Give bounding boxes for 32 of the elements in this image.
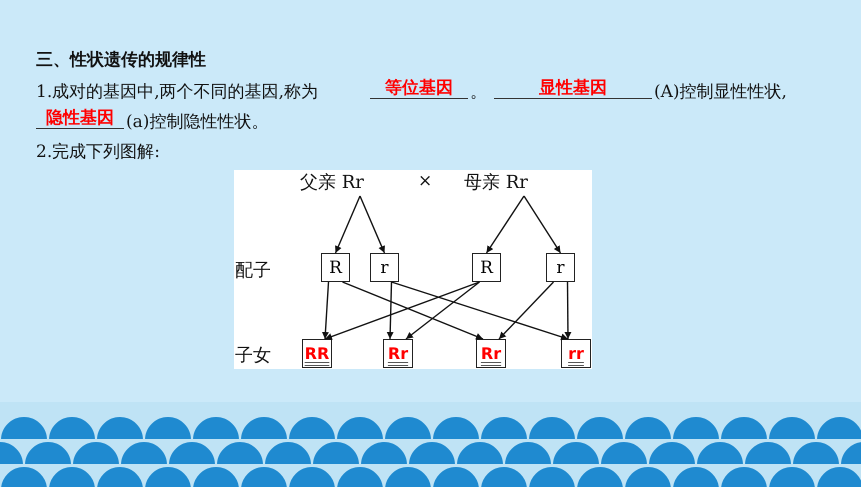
- fill-in-answer: 隐性基因: [36, 108, 124, 129]
- gamete-box: r: [370, 253, 399, 282]
- gamete-box: R: [472, 253, 501, 282]
- fill-in-answer: 显性基因: [494, 78, 652, 99]
- arrow: [391, 281, 568, 340]
- arrow: [498, 282, 554, 340]
- arrow: [386, 282, 394, 340]
- offspring-box: RR: [302, 339, 332, 368]
- arrow: [334, 196, 361, 254]
- parent-genotype: 父亲 Rr: [300, 170, 364, 194]
- arrow: [359, 196, 386, 254]
- arrow: [486, 196, 525, 254]
- sentence-text: (A)控制显性性状,: [654, 81, 787, 103]
- sentence-text: 1.成对的基因中,两个不同的基因,称为: [36, 81, 318, 103]
- gamete-box: r: [546, 253, 575, 282]
- row-label: 子女: [235, 344, 271, 367]
- arrow: [564, 282, 572, 339]
- heading: 三、性状遗传的规律性: [36, 49, 206, 71]
- sentence-text: 。: [470, 81, 487, 103]
- arrow: [523, 196, 562, 254]
- cross-symbol: ×: [418, 171, 432, 191]
- parent-genotype: 母亲 Rr: [464, 170, 528, 194]
- offspring-box: Rr: [383, 339, 413, 368]
- sentence-text: 2.完成下列图解:: [36, 141, 160, 163]
- arrow: [322, 282, 330, 340]
- offspring-box: Rr: [476, 339, 506, 368]
- fill-in-answer: 等位基因: [370, 78, 468, 99]
- row-label: 配子: [235, 259, 271, 282]
- sentence-text: (a)控制隐性性状。: [126, 111, 268, 133]
- gamete-box: R: [321, 253, 350, 282]
- offspring-box: rr: [561, 339, 591, 368]
- arrow: [406, 281, 480, 340]
